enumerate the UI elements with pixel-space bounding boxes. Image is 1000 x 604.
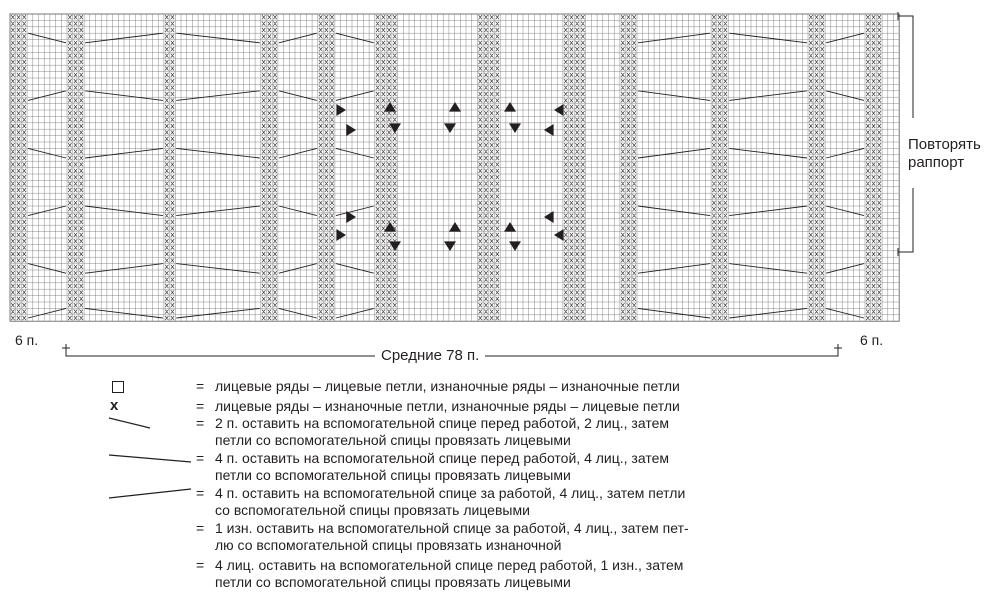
legend-equals: = bbox=[196, 557, 205, 573]
legend-text: лицевые ряды – лицевые петли, изнаночные… bbox=[215, 378, 680, 394]
cable-2-front-icon bbox=[108, 417, 151, 429]
cross-triangle bbox=[554, 104, 564, 116]
chart-grid bbox=[9, 13, 900, 322]
cross-triangle bbox=[384, 222, 396, 232]
cross-triangle bbox=[449, 222, 461, 232]
grid-lines bbox=[10, 14, 900, 322]
cross-triangle bbox=[444, 123, 456, 133]
legend-text: лицевые ряды – изнаночные петли, изнаноч… bbox=[215, 398, 680, 414]
cross-triangle bbox=[509, 241, 521, 251]
cross-triangle bbox=[346, 211, 356, 223]
cross-triangle bbox=[504, 102, 516, 112]
legend-text: со вспомогательной спицы провязать лицев… bbox=[215, 502, 530, 518]
legend-equals: = bbox=[196, 450, 205, 466]
legend-text: 1 изн. оставить на вспомогательной спице… bbox=[215, 520, 689, 536]
legend-text: лю со вспомогательной спицы провязать из… bbox=[215, 537, 562, 553]
legend-text: петли со вспомогательной спицы провязать… bbox=[215, 574, 571, 590]
cable-4-back-icon bbox=[108, 488, 192, 499]
legend-equals: = bbox=[196, 398, 205, 414]
cross-triangle bbox=[336, 104, 346, 116]
knit-square-icon bbox=[112, 381, 124, 393]
cross-triangle bbox=[444, 241, 456, 251]
cross-stitch-triangles bbox=[336, 102, 564, 251]
cross-triangle bbox=[384, 102, 396, 112]
legend-equals: = bbox=[196, 485, 205, 501]
cross-triangle bbox=[449, 102, 461, 112]
legend-text: 4 лиц. оставить на вспомогательной спице… bbox=[215, 557, 684, 573]
cross-triangle bbox=[336, 229, 346, 241]
repeat-label-line1: Повторять bbox=[908, 136, 981, 153]
middle-stitch-count: Средние 78 п. bbox=[375, 348, 486, 364]
repeat-bracket-line bbox=[898, 15, 914, 253]
left-stitch-count: 6 п. bbox=[15, 332, 39, 348]
cross-triangle bbox=[509, 123, 521, 133]
cable-4-front-icon bbox=[108, 454, 192, 463]
legend-equals: = bbox=[196, 415, 205, 431]
purl-cross-icon: x bbox=[110, 397, 119, 414]
cross-triangle bbox=[544, 124, 554, 136]
cross-triangle bbox=[544, 211, 554, 223]
cross-triangle bbox=[504, 222, 516, 232]
legend-text: 2 п. оставить на вспомогательной спице п… bbox=[215, 415, 669, 431]
cable-strokes bbox=[27, 32, 865, 319]
cross-triangle bbox=[554, 229, 564, 241]
legend-text: петли со вспомогательной спицы провязать… bbox=[215, 432, 571, 448]
cross-triangle bbox=[389, 241, 401, 251]
legend-text: петли со вспомогательной спицы провязать… bbox=[215, 467, 571, 483]
cross-triangle bbox=[346, 124, 356, 136]
right-stitch-count: 6 п. bbox=[860, 332, 884, 348]
cross-triangle bbox=[389, 123, 401, 133]
repeat-label-line2: раппорт bbox=[908, 154, 965, 171]
legend-equals: = bbox=[196, 378, 205, 394]
purl-stitch-columns bbox=[10, 14, 882, 321]
purl-crosses bbox=[10, 14, 882, 321]
legend-text: 4 п. оставить на вспомогательной спице з… bbox=[215, 485, 686, 501]
legend-text: 4 п. оставить на вспомогательной спице п… bbox=[215, 450, 669, 466]
legend-equals: = bbox=[196, 520, 205, 536]
cable-lines bbox=[27, 32, 865, 319]
